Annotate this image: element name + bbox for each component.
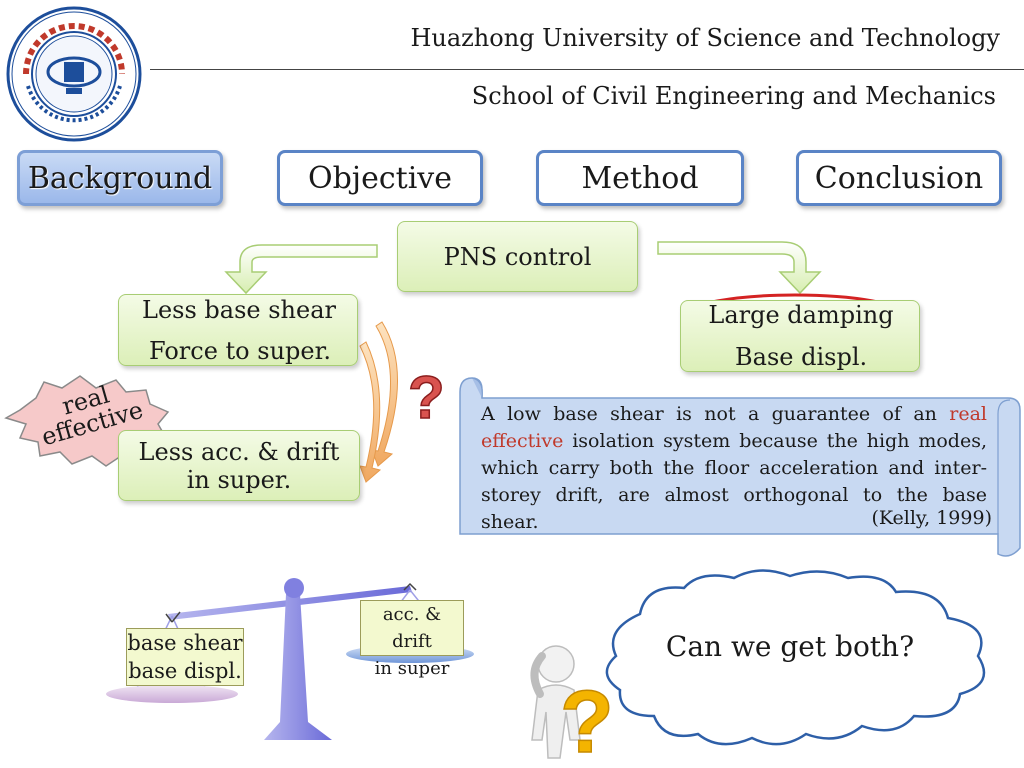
tab-background[interactable]: Background: [17, 150, 223, 206]
less-base-shear-label: Less base shear: [142, 296, 336, 324]
note-highlight: real effective: [481, 403, 987, 452]
less-acc-drift-label: Less acc. & drift: [138, 437, 340, 466]
arrow-left: [224, 244, 378, 295]
kelly-note: A low base shear is not a guarantee of a…: [481, 401, 987, 536]
question-mark: ?: [408, 364, 445, 431]
less-acc-drift-box: Less acc. & drift in super.: [118, 430, 360, 501]
note-citation: (Kelly, 1999): [871, 507, 992, 529]
note-text-part1: A low base shear is not a guarantee of a…: [481, 403, 950, 425]
header-divider: [150, 69, 1024, 70]
balance-right-line1: acc. & drift: [382, 604, 442, 652]
orange-arrow-1: [371, 321, 398, 467]
thinking-figure-icon: ?: [530, 645, 615, 768]
university-logo: [6, 6, 142, 142]
balance-left-line1: base shear: [127, 631, 243, 655]
scale-pan-left: [106, 685, 238, 703]
thought-cloud: [605, 569, 986, 746]
arrow-right: [657, 241, 822, 295]
large-damping-label: Large damping: [708, 301, 894, 329]
tab-method[interactable]: Method: [536, 150, 744, 206]
tab-conclusion[interactable]: Conclusion: [796, 150, 1002, 206]
force-to-super-label: Force to super.: [149, 337, 332, 365]
balance-right-line2: in super: [374, 658, 450, 679]
less-base-shear-box: Less base shear Force to super.: [118, 294, 358, 366]
cloud-question: Can we get both?: [665, 630, 915, 663]
tab-objective[interactable]: Objective: [277, 150, 483, 206]
balance-right-label: acc. & drift in super: [360, 600, 464, 679]
balance-left-label: base shear base displ.: [126, 628, 244, 686]
note-text-part2: isolation system because the high modes,…: [481, 430, 987, 533]
scale-pillar: [264, 594, 332, 740]
in-super-label: in super.: [186, 465, 292, 494]
balance-left-line2: base displ.: [128, 659, 242, 683]
school-name: School of Civil Engineering and Mechanic…: [471, 82, 996, 110]
tab-label: Objective: [307, 160, 452, 196]
svg-text:?: ?: [560, 672, 614, 768]
large-damping-box: Large damping Base displ.: [680, 300, 920, 372]
orange-arrow-2: [359, 341, 382, 483]
tab-label: Background: [27, 160, 213, 196]
university-name: Huazhong University of Science and Techn…: [410, 24, 1000, 52]
tab-label: Conclusion: [814, 160, 984, 196]
base-displ-label: Base displ.: [735, 343, 868, 371]
tab-label: Method: [581, 160, 699, 196]
pns-control-box: PNS control: [397, 221, 638, 292]
pns-control-label: PNS control: [443, 242, 592, 271]
